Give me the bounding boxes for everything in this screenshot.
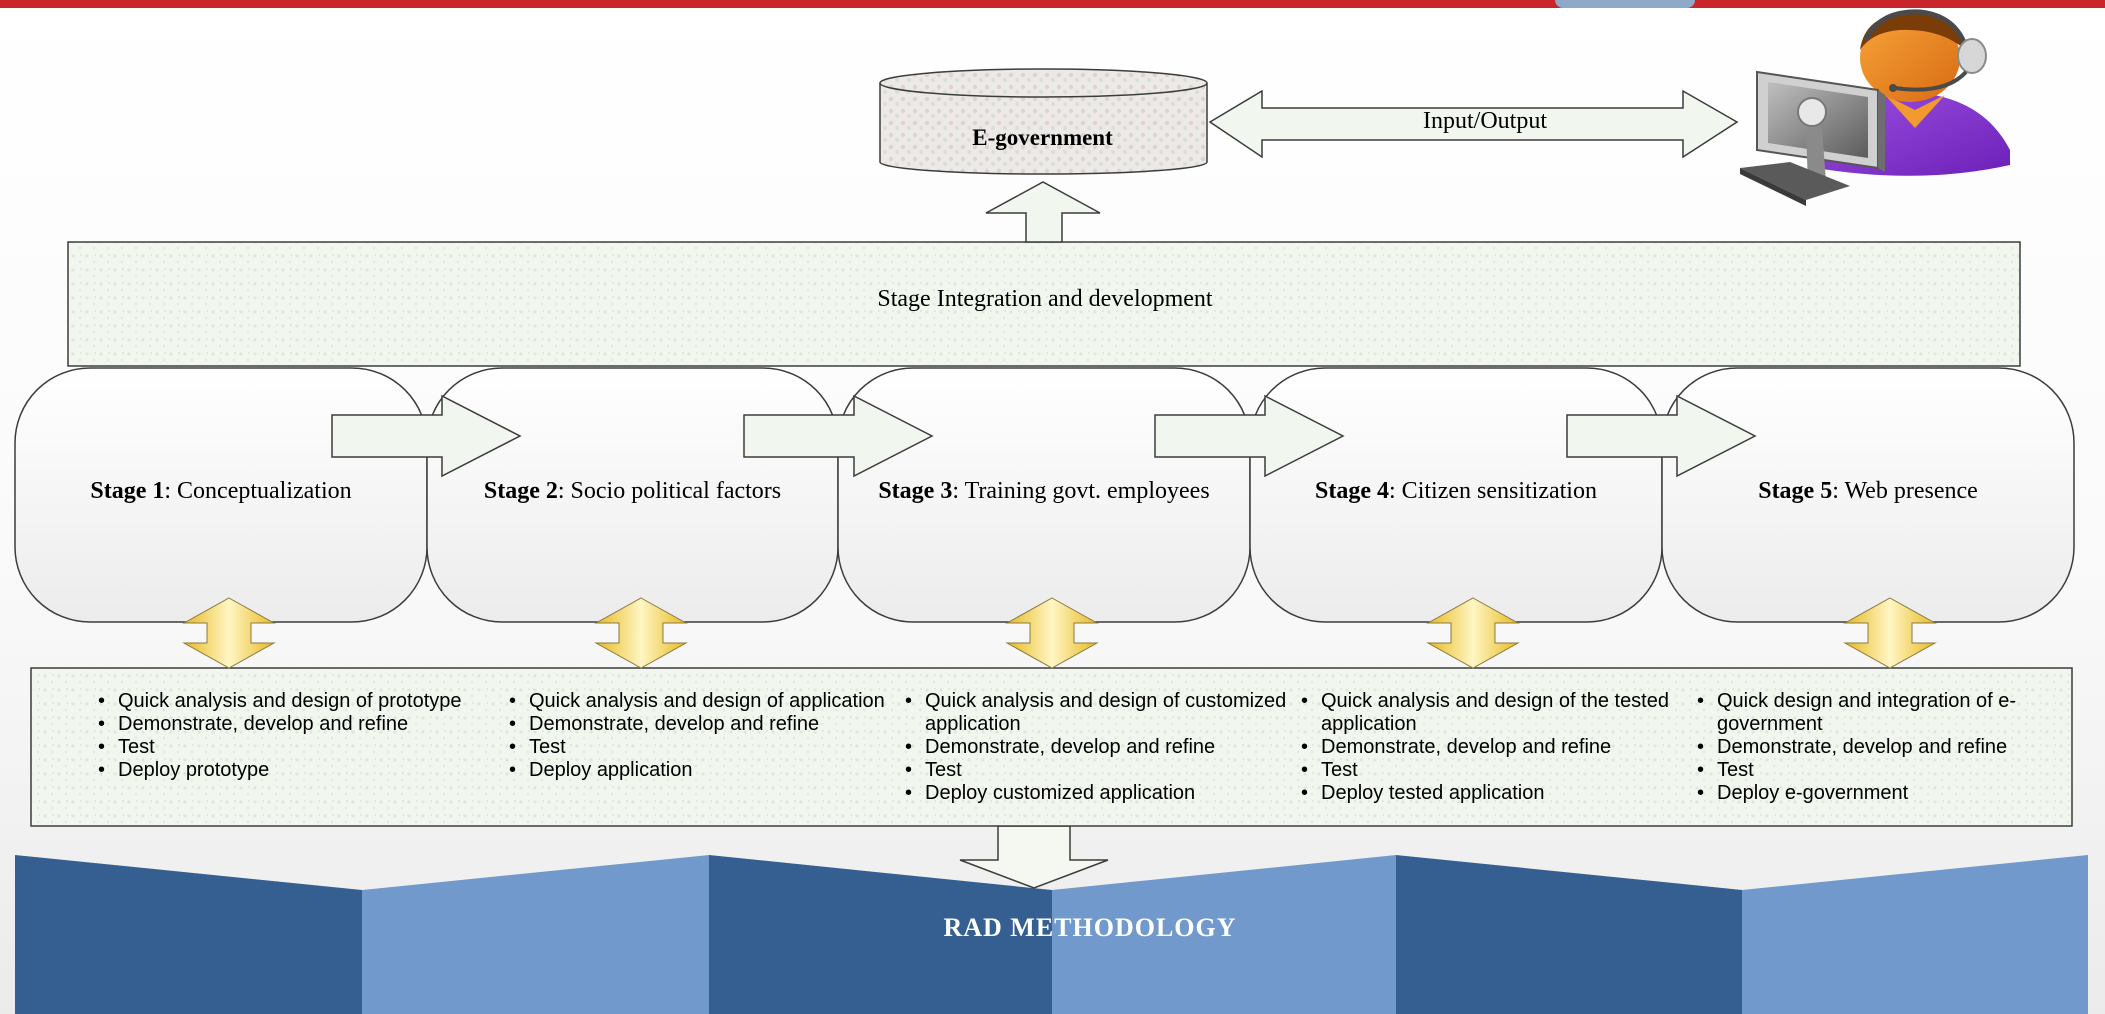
activity-item: Deploy tested application xyxy=(1301,782,1693,805)
activity-item: Deploy application xyxy=(509,759,901,782)
activity-item: Deploy e-government xyxy=(1697,782,2077,805)
rad-banner xyxy=(15,855,2088,1014)
activity-item: Test xyxy=(1301,759,1693,782)
stage-activity-double-arrows xyxy=(182,597,1937,669)
stage-4-activities: Quick analysis and design of the tested … xyxy=(1301,690,1693,805)
integration-label: Stage Integration and development xyxy=(877,286,1213,312)
stage-1-activities: Quick analysis and design of prototype D… xyxy=(98,690,490,782)
up-arrow-to-database xyxy=(985,181,1101,243)
input-output-label: Input/Output xyxy=(1423,108,1547,134)
stage-4-prefix: Stage 4 xyxy=(1315,478,1390,504)
stage-5-activities: Quick design and integration of e-govern… xyxy=(1697,690,2077,805)
operator-with-headset-at-computer-icon xyxy=(1740,9,2010,206)
activity-item: Demonstrate, develop and refine xyxy=(1697,736,2077,759)
stage-3-activities: Quick analysis and design of customized … xyxy=(905,690,1297,805)
stage-3-prefix: Stage 3 xyxy=(878,478,953,504)
activity-item: Quick analysis and design of application xyxy=(509,690,901,713)
activity-item: Deploy prototype xyxy=(98,759,490,782)
activity-item: Test xyxy=(98,736,490,759)
activity-item: Demonstrate, develop and refine xyxy=(98,713,490,736)
activity-item: Quick design and integration of e-govern… xyxy=(1697,690,2077,736)
activity-item: Quick analysis and design of the tested … xyxy=(1301,690,1693,736)
database-cylinder-icon xyxy=(879,68,1208,175)
rad-methodology-label: RAD METHODOLOGY xyxy=(943,913,1237,942)
activity-item: Demonstrate, develop and refine xyxy=(509,713,901,736)
activity-item: Quick analysis and design of customized … xyxy=(905,690,1297,736)
stage-1-title: : Conceptualization xyxy=(164,478,352,504)
stage-2-activities: Quick analysis and design of application… xyxy=(509,690,901,782)
activity-item: Quick analysis and design of prototype xyxy=(98,690,490,713)
top-accent-tab xyxy=(1555,0,1695,8)
stage-3-title: : Training govt. employees xyxy=(952,478,1210,504)
top-accent-bar xyxy=(0,0,2105,8)
stage-3-label: Stage 3: Training govt. employees xyxy=(838,478,1250,505)
stage-5-label: Stage 5: Web presence xyxy=(1662,478,2074,505)
integration-box xyxy=(67,241,2021,367)
database-label: E-government xyxy=(972,125,1113,150)
activity-item: Demonstrate, develop and refine xyxy=(1301,736,1693,759)
stage-2-prefix: Stage 2 xyxy=(483,478,558,504)
activity-item: Demonstrate, develop and refine xyxy=(905,736,1297,759)
activity-item: Test xyxy=(509,736,901,759)
stage-5-title: : Web presence xyxy=(1832,478,1978,504)
stage-2-title: : Socio political factors xyxy=(557,478,782,504)
down-arrow-to-banner xyxy=(959,825,1109,889)
stage-5-prefix: Stage 5 xyxy=(1758,478,1833,504)
activity-item: Test xyxy=(905,759,1297,782)
stage-1-prefix: Stage 1 xyxy=(90,478,165,504)
stage-4-title: : Citizen sensitization xyxy=(1389,478,1597,504)
input-output-double-arrow xyxy=(1208,89,1739,159)
stage-2-label: Stage 2: Socio political factors xyxy=(427,478,838,505)
stage-boxes xyxy=(14,367,2075,623)
activity-item: Test xyxy=(1697,759,2077,782)
stage-4-label: Stage 4: Citizen sensitization xyxy=(1250,478,1662,505)
stage-1-label: Stage 1: Conceptualization xyxy=(15,478,427,505)
activity-item: Deploy customized application xyxy=(905,782,1297,805)
stage-flow-arrows xyxy=(331,394,1757,478)
